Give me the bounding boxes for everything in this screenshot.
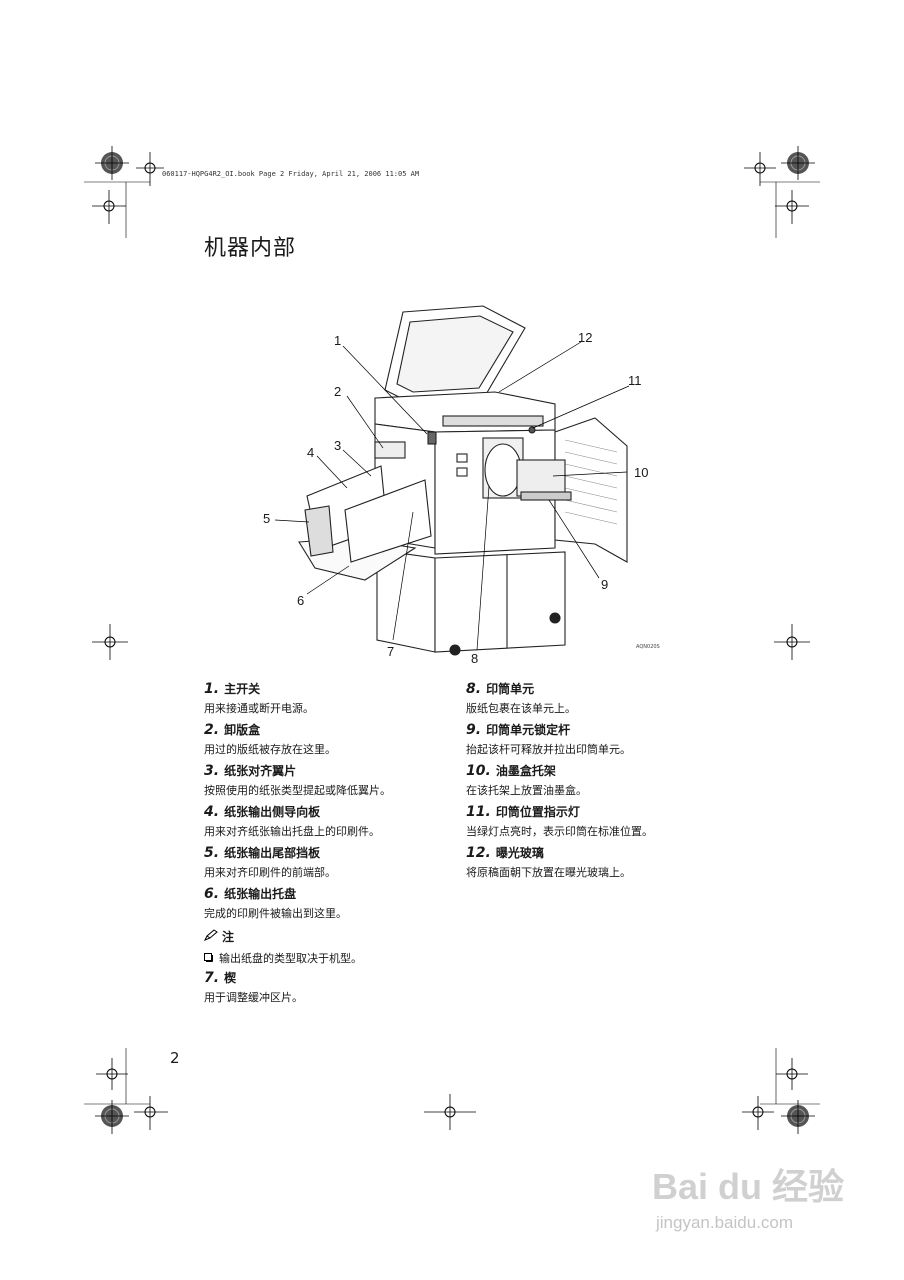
item-number: 6.	[204, 886, 220, 902]
callout-4: 4	[307, 445, 315, 460]
item-description: 版纸包裹在该单元上。	[466, 702, 576, 715]
item-number: 12.	[466, 845, 491, 861]
item-6: 6. 纸张输出托盘 完成的印刷件被输出到这里。	[204, 885, 347, 921]
item-title: 印筒单元锁定杆	[486, 723, 571, 737]
item-title: 油墨盒托架	[495, 764, 556, 778]
note-heading: 注	[222, 930, 235, 944]
item-title: 纸张输出尾部挡板	[224, 846, 321, 860]
item-title: 纸张对齐翼片	[224, 764, 297, 778]
item-1: 1. 主开关 用来接通或断开电源。	[204, 680, 314, 716]
registration-mark-mid-left	[90, 622, 130, 662]
item-9: 9. 印筒单元锁定杆 抬起该杆可释放并拉出印筒单元。	[466, 721, 631, 757]
callout-10: 10	[634, 465, 649, 480]
callout-12: 12	[578, 330, 593, 345]
item-number: 8.	[466, 681, 482, 697]
item-description: 当绿灯点亮时，表示印筒在标准位置。	[466, 825, 653, 838]
callout-3: 3	[334, 438, 342, 453]
item-3: 3. 纸张对齐翼片 按照使用的纸张类型提起或降低翼片。	[204, 762, 391, 798]
item-description: 在该托架上放置油墨盒。	[466, 784, 587, 797]
item-title: 纸张输出托盘	[224, 887, 297, 901]
item-description: 用过的版纸被存放在这里。	[204, 743, 336, 756]
callout-11: 11	[628, 373, 642, 388]
callout-9: 9	[601, 577, 609, 592]
baidu-watermark-logo: Bai du 经验	[652, 1166, 845, 1207]
registration-mark-bottom-left	[84, 1048, 184, 1148]
item-12: 12. 曝光玻璃 将原稿面朝下放置在曝光玻璃上。	[466, 844, 631, 880]
item-title: 曝光玻璃	[495, 846, 544, 860]
item-11: 11. 印筒位置指示灯 当绿灯点亮时，表示印筒在标准位置。	[466, 803, 653, 839]
item-number: 4.	[204, 804, 220, 820]
item-number: 7.	[204, 970, 220, 986]
machine-drawing-icon	[274, 305, 630, 656]
registration-mark-top-left	[84, 138, 164, 238]
machine-illustration	[255, 300, 675, 674]
item-number: 9.	[466, 722, 482, 738]
pencil-note-icon	[203, 929, 218, 944]
item-description: 用来对齐印刷件的前端部。	[204, 866, 336, 879]
item-2: 2. 卸版盒 用过的版纸被存放在这里。	[204, 721, 336, 757]
item-5: 5. 纸张输出尾部挡板 用来对齐印刷件的前端部。	[204, 844, 336, 880]
item-10: 10. 油墨盒托架 在该托架上放置油墨盒。	[466, 762, 587, 798]
item-title: 主开关	[224, 682, 261, 696]
registration-mark-top-right	[730, 138, 820, 238]
book-file-header: 060117-HQPG4R2_OI.book Page 2 Friday, Ap…	[162, 170, 420, 178]
item-title: 纸张输出侧导向板	[224, 805, 321, 819]
item-number: 3.	[204, 763, 220, 779]
callout-8: 8	[471, 651, 479, 666]
callout-1: 1	[334, 333, 342, 348]
item-title: 印筒单元	[486, 682, 535, 696]
item-7: 7. 楔 用于调整缓冲区片。	[204, 969, 303, 1005]
item-title: 印筒位置指示灯	[495, 805, 580, 819]
page-number: 2	[170, 1049, 180, 1067]
callout-2: 2	[334, 384, 342, 399]
item-number: 11.	[466, 804, 491, 820]
item-8: 8. 印筒单元 版纸包裹在该单元上。	[466, 680, 576, 716]
note-block: 注 输出纸盘的类型取决于机型。	[203, 928, 362, 966]
item-description: 用于调整缓冲区片。	[204, 991, 303, 1004]
item-description: 按照使用的纸张类型提起或降低翼片。	[204, 784, 391, 797]
item-number: 1.	[204, 681, 220, 697]
item-description: 用来接通或断开电源。	[204, 702, 314, 715]
item-description: 抬起该杆可释放并拉出印筒单元。	[466, 743, 631, 756]
item-description: 将原稿面朝下放置在曝光玻璃上。	[466, 866, 631, 879]
item-number: 10.	[466, 763, 491, 779]
item-title: 卸版盒	[224, 723, 261, 737]
item-description: 用来对齐纸张输出托盘上的印刷件。	[204, 825, 380, 838]
item-4: 4. 纸张输出侧导向板 用来对齐纸张输出托盘上的印刷件。	[204, 803, 380, 839]
checkbox-bullet-icon	[204, 952, 213, 965]
item-number: 5.	[204, 845, 220, 861]
callout-7: 7	[387, 644, 395, 659]
baidu-watermark-url: jingyan.baidu.com	[656, 1213, 794, 1232]
callout-6: 6	[297, 593, 305, 608]
item-description: 完成的印刷件被输出到这里。	[204, 907, 347, 920]
note-text: 输出纸盘的类型取决于机型。	[219, 952, 362, 965]
registration-mark-bottom-center	[420, 1090, 480, 1140]
registration-mark-mid-right	[772, 622, 812, 662]
callout-5: 5	[263, 511, 271, 526]
registration-mark-bottom-right	[730, 1048, 820, 1148]
item-number: 2.	[204, 722, 220, 738]
item-title: 楔	[224, 971, 237, 985]
page-title: 机器内部	[204, 236, 297, 261]
figure-code: AQN020S	[636, 644, 660, 650]
